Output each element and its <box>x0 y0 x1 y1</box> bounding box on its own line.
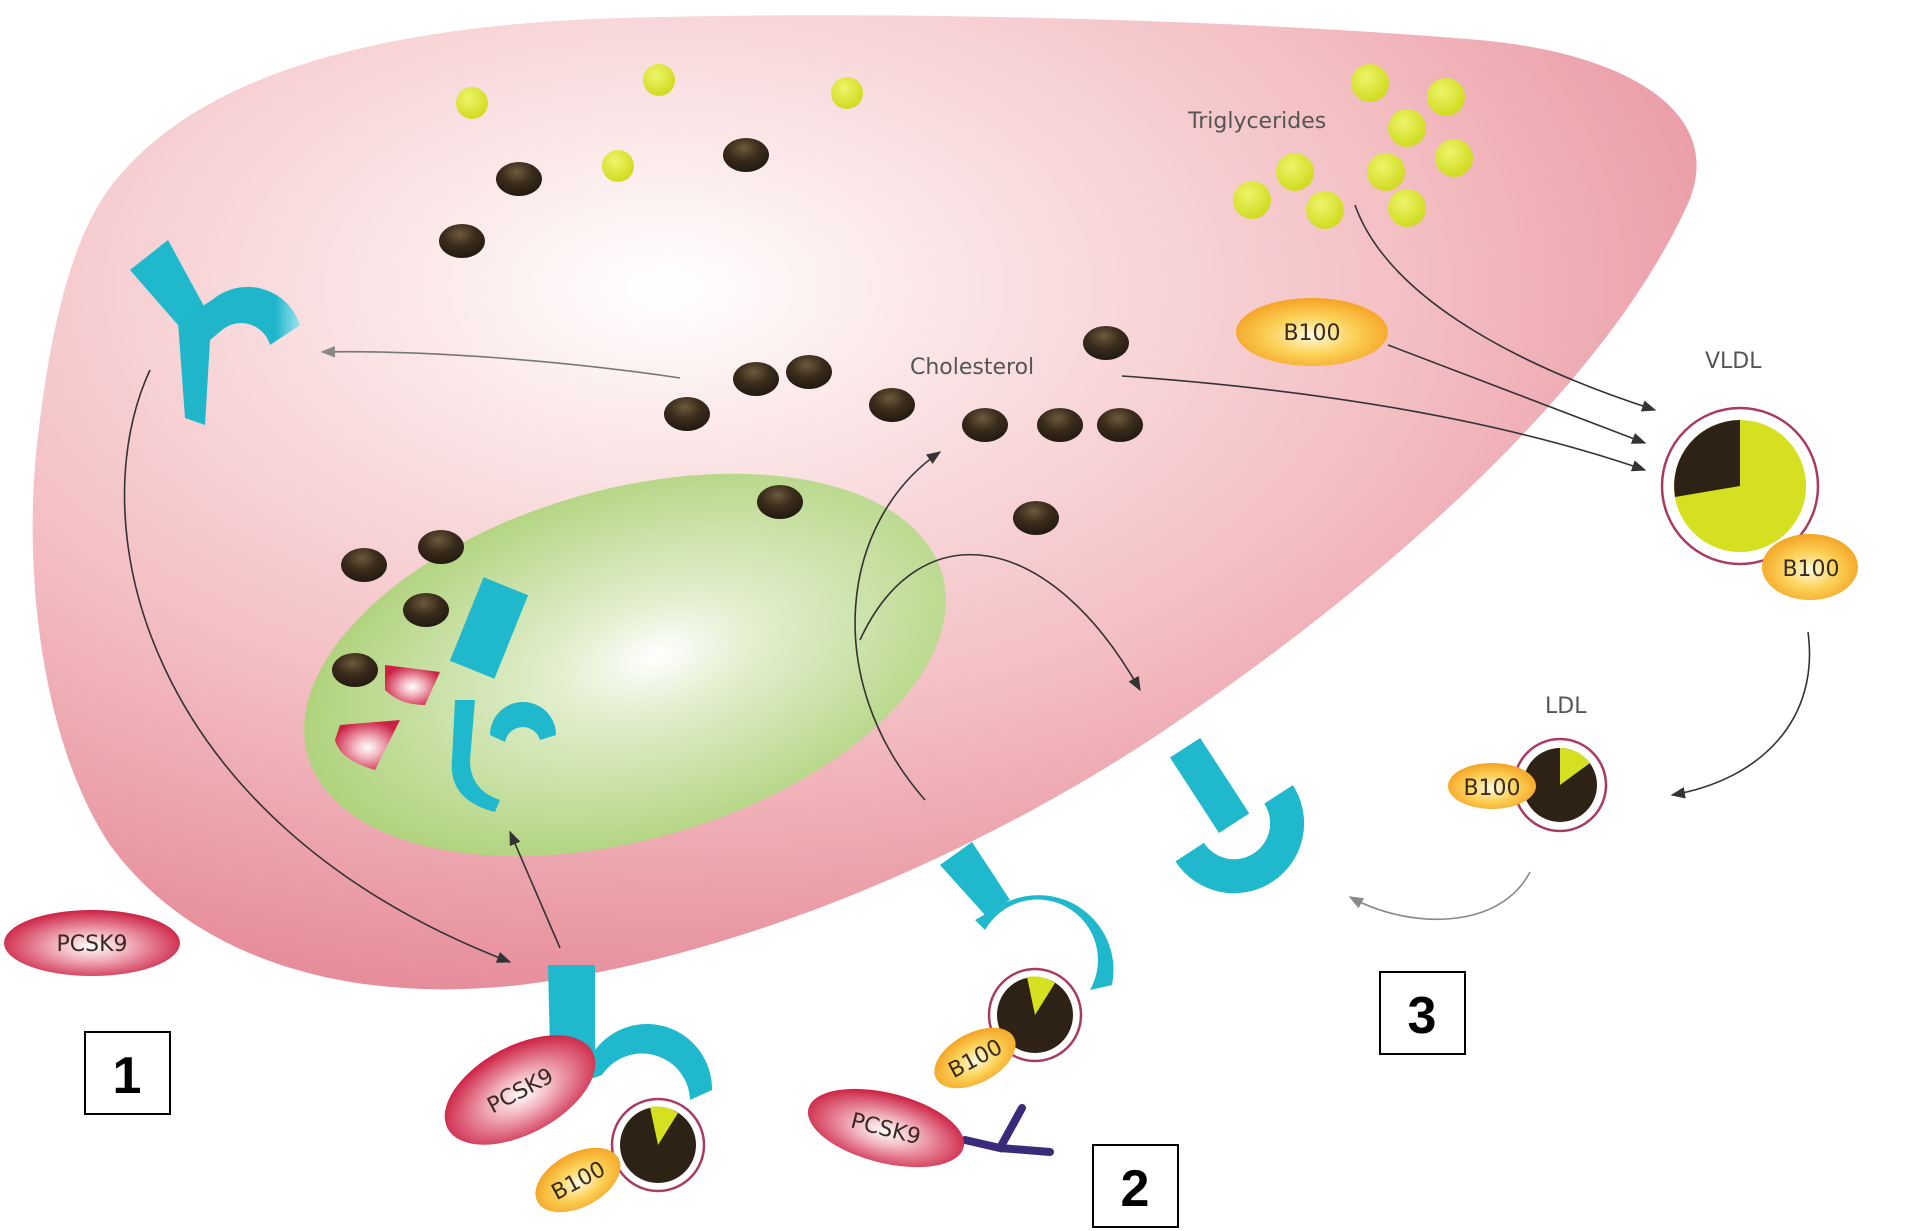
pcsk9-free: PCSK9 <box>4 910 180 976</box>
degraded-receptor-fragments <box>449 577 556 812</box>
cholesterol-molecule <box>786 355 832 389</box>
step-1-number: 1 <box>113 1047 142 1105</box>
cholesterol-molecule <box>403 593 449 627</box>
cholesterol-molecule <box>496 162 542 196</box>
arrow-b100-to-vldl <box>1387 344 1647 444</box>
triglyceride-droplet <box>831 77 863 109</box>
cholesterol-molecule <box>418 530 464 564</box>
triglyceride-droplet <box>1388 189 1426 227</box>
vldl-label: VLDL <box>1705 349 1762 374</box>
triglyceride-droplet <box>1233 181 1271 219</box>
step-1-box: 1 <box>84 1031 171 1115</box>
ldl-receptor-bound-step2 <box>934 842 1114 1089</box>
anti-pcsk9-antibody <box>961 1104 1054 1156</box>
pcsk9-label: PCSK9 <box>56 932 127 957</box>
triglyceride-droplet <box>1276 153 1314 191</box>
triglyceride-droplet <box>1388 109 1426 147</box>
arrow-triglycerides-to-vldl <box>1354 204 1657 412</box>
ldl-b100 <box>1448 763 1536 809</box>
triglyceride-droplet <box>602 150 634 182</box>
cholesterol-molecule <box>664 397 710 431</box>
ldl-label: LDL <box>1545 694 1587 719</box>
triglyceride-droplet <box>643 64 675 96</box>
cholesterol-molecule <box>962 408 1008 442</box>
triglyceride-droplet <box>1367 153 1405 191</box>
arrow-ldl-to-receptor <box>1348 871 1531 920</box>
step-2-box: 2 <box>1092 1144 1179 1228</box>
b100-label: B100 <box>1283 321 1340 346</box>
step-3-box: 3 <box>1379 971 1466 1055</box>
step-3-number: 3 <box>1408 987 1437 1045</box>
cholesterol-molecule <box>1097 408 1143 442</box>
ldl-receptor-bound-step1 <box>535 965 713 1213</box>
triglyceride-droplet <box>1306 191 1344 229</box>
recycled-ldl-receptor-top <box>130 240 300 425</box>
b100-step2 <box>934 1027 1016 1089</box>
cholesterol-molecule <box>733 362 779 396</box>
pathway-arrows <box>123 204 1811 963</box>
cholesterol-molecule <box>757 485 803 519</box>
cholesterol-molecule <box>723 138 769 172</box>
triglyceride-droplet <box>1351 64 1389 102</box>
cholesterol-molecule <box>1037 408 1083 442</box>
cholesterol-molecules <box>332 138 1143 687</box>
triglyceride-droplets <box>456 64 1473 229</box>
cholesterol-molecule <box>1013 501 1059 535</box>
b100-label: B100 <box>1463 776 1520 801</box>
ldl-receptor-free <box>1169 737 1305 894</box>
triglyceride-droplet <box>1435 139 1473 177</box>
pcsk9-antibody-bound: PCSK9 <box>807 1088 965 1168</box>
arrow-cholesterol-to-vldl <box>1121 375 1647 472</box>
triglycerides-label: Triglycerides <box>1187 109 1326 134</box>
arrow-receptor-to-membrane <box>859 553 1141 692</box>
triglyceride-droplet <box>1427 78 1465 116</box>
arrow-ldl-to-cholesterol <box>854 451 942 801</box>
vldl-particle <box>1660 406 1858 600</box>
arrow-receptor-recycling <box>123 369 512 963</box>
arrow-cholesterol-to-receptor <box>320 345 681 379</box>
triglyceride-droplet <box>456 87 488 119</box>
cholesterol-molecule <box>869 388 915 422</box>
cholesterol-label: Cholesterol <box>910 355 1034 380</box>
degraded-pcsk9-fragments <box>335 665 440 770</box>
ldl-particle-free <box>1448 737 1608 833</box>
cholesterol-molecule <box>439 224 485 258</box>
arrow-vldl-to-ldl <box>1670 631 1811 799</box>
b100-free: B100 <box>1236 298 1388 366</box>
b100-step1 <box>535 1147 621 1213</box>
cholesterol-molecule <box>341 548 387 582</box>
b100-label: B100 <box>1782 557 1839 582</box>
vldl-b100 <box>1762 534 1858 600</box>
arrow-endocytosis <box>509 830 561 949</box>
pcsk9-bound-step1: PCSK9 <box>444 1035 596 1145</box>
cholesterol-molecule <box>332 653 378 687</box>
step-2-number: 2 <box>1121 1160 1150 1218</box>
cholesterol-molecule <box>1083 326 1129 360</box>
